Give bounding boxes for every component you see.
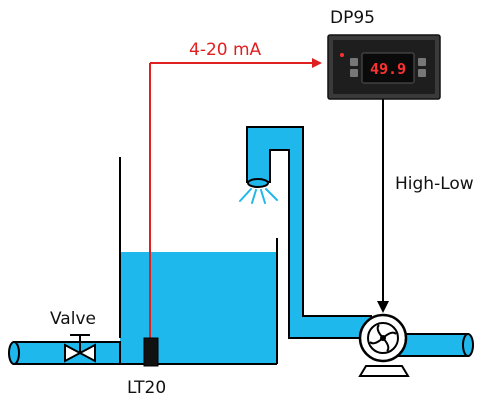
meter-button-left-top[interactable] [350, 58, 358, 66]
outlet-pipe-end [462, 333, 474, 357]
meter-button-right-bottom[interactable] [418, 69, 426, 77]
signal-label: 4-20 mA [189, 40, 262, 60]
meter-button-left-bottom[interactable] [350, 69, 358, 77]
pump [358, 313, 410, 377]
spray-nozzle [247, 178, 269, 188]
spray-lines [239, 188, 278, 204]
meter-name-label: DP95 [330, 8, 375, 28]
inlet-pipe-end [8, 341, 20, 365]
pump-control-label: High-Low [395, 174, 474, 194]
meter-button-right-top[interactable] [418, 58, 426, 66]
level-sensor [143, 337, 159, 367]
valve-label: Valve [50, 309, 96, 329]
panel-meter: 49.9 [327, 34, 441, 100]
outlet-pipe [397, 333, 469, 357]
meter-reading: 49.9 [370, 60, 406, 78]
meter-led [340, 53, 344, 57]
meter-screen [361, 52, 415, 84]
sensor-label: LT20 [127, 378, 167, 398]
